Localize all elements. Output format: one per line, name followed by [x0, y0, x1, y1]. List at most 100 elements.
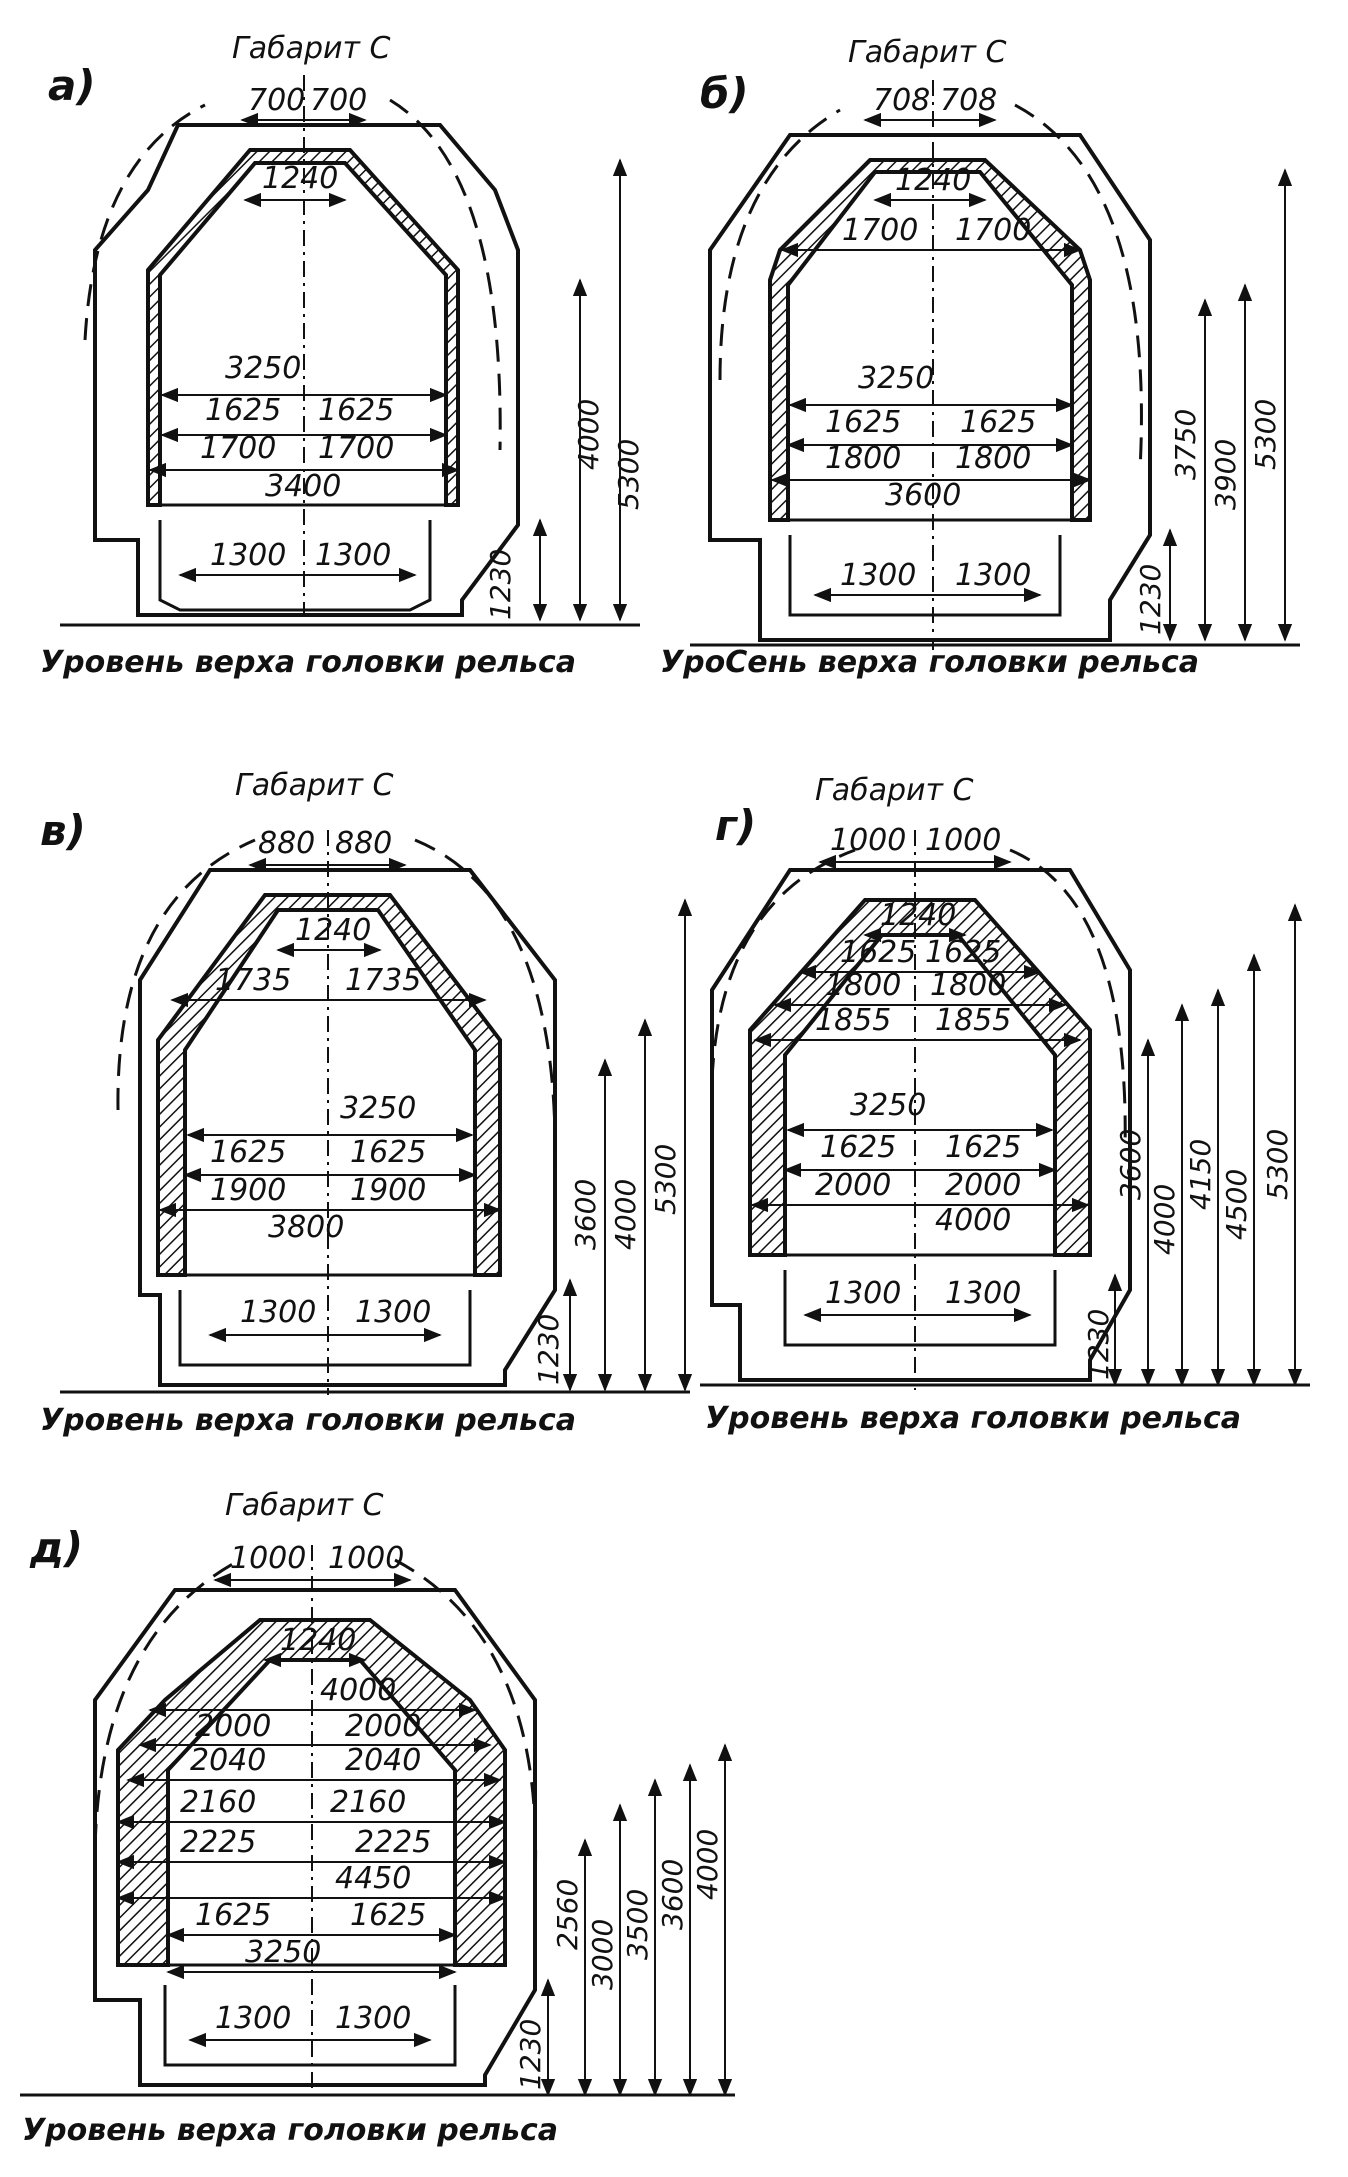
vdim-label: 2560 [551, 1879, 584, 1950]
vdim-label: 3000 [586, 1919, 619, 1990]
panel-d: д) Габарит С 1000 1000 1240 4000 2000 20… [20, 1488, 735, 2148]
dim-label: 4000 [935, 1203, 1011, 1238]
panel-letter: б) [700, 69, 749, 118]
panel-title: Габарит С [232, 31, 391, 66]
rail-level-caption: Уровень верха головки рельса [22, 2113, 558, 2148]
dim-bogie-right: 1300 [945, 1276, 1021, 1311]
vdim-label: 3900 [1209, 439, 1242, 510]
dim-top-right: 1000 [925, 823, 1001, 858]
underframe-outline [783, 1270, 1057, 1347]
dim-roof: 1240 [262, 161, 338, 196]
dim-shoulder-right: 1700 [955, 213, 1031, 248]
dim-top-right: 880 [335, 826, 392, 861]
dim-roof: 1240 [295, 913, 371, 948]
dim-bogie-left: 1300 [240, 1295, 316, 1330]
vdim-label: 4000 [609, 1179, 642, 1250]
dim-label: 2225 [355, 1825, 431, 1860]
dim-top-left: 880 [258, 826, 315, 861]
vdim-label: 5300 [612, 439, 645, 510]
dim-label: 3250 [850, 1088, 926, 1123]
panel-letter: г) [715, 801, 756, 850]
body-wall-hatched [768, 158, 1092, 522]
rail-level-caption: Уровень верха головки рельса [40, 1403, 576, 1438]
dim-top-left: 1000 [230, 1541, 306, 1576]
rail-level-caption: УроСень верха головки рельса [660, 645, 1199, 680]
dim-label: 1800 [955, 441, 1031, 476]
dim-label: 1700 [200, 431, 276, 466]
gauge-arc-right [414, 838, 557, 1171]
panel-v: в) Габарит С 880 880 1240 1735 1735 3250… [40, 768, 693, 1438]
vdim-label: 3600 [656, 1859, 689, 1930]
dim-bogie-right: 1300 [315, 538, 391, 573]
vdim-label: 5300 [1261, 1129, 1294, 1200]
dim-label: 1800 [825, 441, 901, 476]
dim-label: 1625 [840, 935, 916, 970]
vdim-label: 4500 [1220, 1169, 1253, 1240]
dim-bogie-left: 1300 [215, 2001, 291, 2036]
dim-bogie-left: 1300 [840, 558, 916, 593]
dim-label: 1800 [930, 968, 1006, 1003]
dim-label: 1625 [195, 1898, 271, 1933]
outer-structure-outline [138, 868, 557, 1387]
dim-top-right: 700 [310, 83, 367, 118]
dim-label: 4450 [335, 1861, 411, 1896]
dim-bogie-right: 1300 [355, 1295, 431, 1330]
vdim-label: 5300 [1249, 399, 1282, 470]
panel-title: Габарит С [235, 768, 394, 803]
dim-label: 1855 [815, 1003, 891, 1038]
dim-label: 1900 [210, 1173, 286, 1208]
vdim-label: 5300 [649, 1144, 682, 1215]
panel-letter: д) [29, 1523, 83, 1572]
panel-g: г) Габарит С 1000 1000 1240 1625 1625 18… [700, 773, 1310, 1436]
dim-label: 1625 [210, 1135, 286, 1170]
dim-label: 1625 [318, 393, 394, 428]
dim-label: 3400 [265, 469, 341, 504]
dim-label: 3250 [340, 1091, 416, 1126]
vdim-label: 3600 [1114, 1129, 1147, 1200]
dim-label: 1700 [318, 431, 394, 466]
dim-label: 2040 [190, 1743, 266, 1778]
body-wall-hatched [748, 898, 1092, 1257]
panel-b: б) Габарит С 708 708 1240 1700 1700 3250… [660, 35, 1300, 680]
dim-roof: 1240 [280, 1623, 356, 1658]
gauge-arc-left [83, 103, 206, 341]
dim-top-right: 1000 [328, 1541, 404, 1576]
vdim-label: 4150 [1184, 1139, 1217, 1210]
dim-label: 3250 [225, 351, 301, 386]
dim-label: 1625 [350, 1898, 426, 1933]
dim-top-full: 4000 [320, 1673, 396, 1708]
dim-label: 1625 [820, 1130, 896, 1165]
dim-label: 1625 [945, 1130, 1021, 1165]
gauge-arc-left [93, 1558, 241, 1881]
dim-top-right: 708 [940, 83, 997, 118]
vdim-label: 4000 [1148, 1184, 1181, 1255]
dim-roof: 1240 [895, 163, 971, 198]
dim-label: 1625 [350, 1135, 426, 1170]
underframe-outline [158, 520, 432, 612]
vdim-label: 4000 [572, 399, 605, 470]
vdim-label: 1230 [1134, 564, 1167, 635]
dim-label: 1625 [825, 405, 901, 440]
dim-top-left: 708 [873, 83, 930, 118]
dim-shoulder-right: 1735 [345, 963, 421, 998]
dim-label: 2040 [345, 1743, 421, 1778]
gauge-arc-right [1009, 848, 1127, 1151]
panel-title: Габарит С [815, 773, 974, 808]
dim-label: 3250 [858, 361, 934, 396]
dim-label: 2000 [195, 1709, 271, 1744]
dim-label: 2000 [945, 1168, 1021, 1203]
dim-label: 3600 [885, 478, 961, 513]
dim-shoulder-left: 1735 [215, 963, 291, 998]
dim-label: 3800 [268, 1210, 344, 1245]
rail-level-caption: Уровень верха головки рельса [40, 645, 576, 680]
dim-label: 2160 [180, 1785, 256, 1820]
underframe-outline [788, 535, 1062, 617]
gauge-arc-right [389, 98, 502, 451]
vdim-label: 4000 [691, 1829, 724, 1900]
vdim-label: 1230 [514, 2019, 547, 2090]
underframe-outline [163, 1985, 457, 2067]
panel-a: а) Габарит С 700 700 1240 3250 1625 1625… [40, 31, 645, 680]
dim-shoulder-left: 1700 [842, 213, 918, 248]
outer-structure-outline [93, 123, 520, 617]
